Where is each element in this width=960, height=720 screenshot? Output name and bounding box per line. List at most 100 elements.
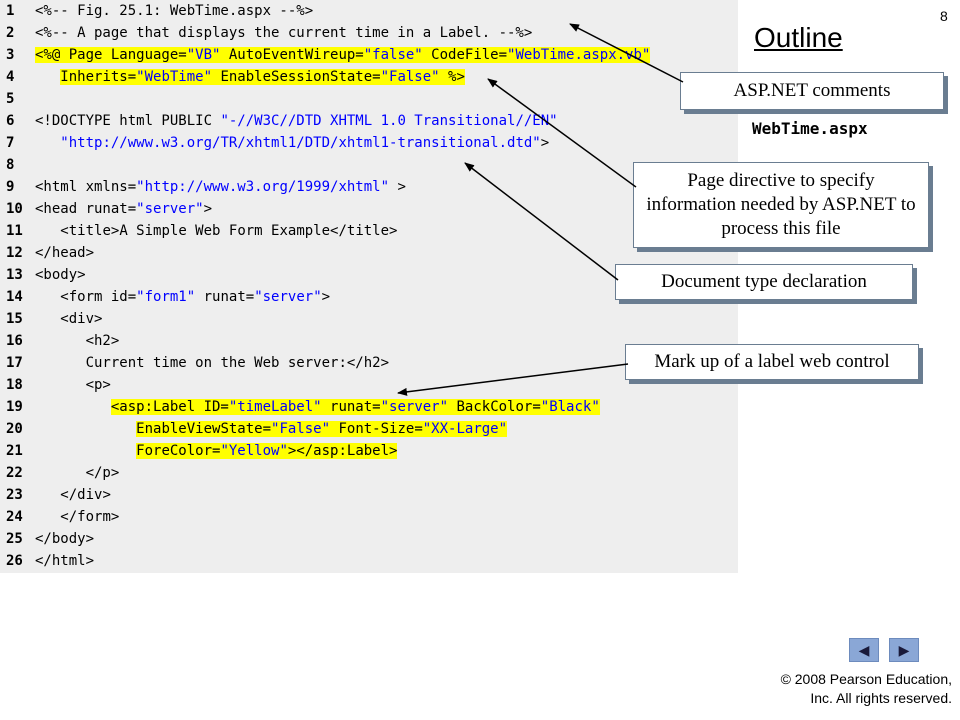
code-line: 13<body>	[0, 264, 738, 286]
code-token: BackColor=	[448, 399, 541, 415]
line-number: 6	[6, 113, 15, 129]
code-text: EnableViewState="False" Font-Size="XX-La…	[35, 418, 508, 440]
code-token: >	[203, 201, 213, 217]
line-number: 7	[6, 135, 15, 151]
code-text: Inherits="WebTime" EnableSessionState="F…	[35, 66, 465, 88]
code-token: <head runat=	[35, 201, 137, 217]
line-number: 14	[6, 289, 23, 305]
code-token: A Simple Web Form Example	[119, 223, 331, 239]
callout-page-directive-text: Page directive to specify information ne…	[646, 170, 916, 239]
back-button[interactable]: ◀	[849, 638, 879, 662]
line-number: 16	[6, 333, 23, 349]
code-token: Font-Size=	[330, 421, 423, 437]
line-number: 15	[6, 311, 23, 327]
code-text: </p>	[35, 462, 120, 484]
line-number: 26	[6, 553, 23, 569]
code-text: </head>	[35, 242, 94, 264]
code-token: "-//W3C//DTD XHTML 1.0 Transitional//EN"	[220, 113, 558, 129]
code-token: "False"	[380, 69, 440, 85]
code-token: <%@ Page Language=	[35, 47, 187, 63]
code-line: 8	[0, 154, 738, 176]
callout-doctype-text: Document type declaration	[661, 271, 867, 292]
forward-arrow-icon: ▶	[898, 641, 910, 658]
code-line: 22 </p>	[0, 462, 738, 484]
line-number: 10	[6, 201, 23, 217]
code-text: <html xmlns="http://www.w3.org/1999/xhtm…	[35, 176, 406, 198]
code-token: AutoEventWireup=	[220, 47, 364, 63]
line-number: 20	[6, 421, 23, 437]
outline-title[interactable]: Outline	[754, 22, 843, 53]
code-token: <p>	[85, 377, 111, 393]
code-line: 19 <asp:Label ID="timeLabel" runat="serv…	[0, 396, 738, 418]
code-token: </div>	[60, 487, 111, 503]
code-token: <title>	[60, 223, 120, 239]
line-number: 22	[6, 465, 23, 481]
code-token: "http://www.w3.org/TR/xhtml1/DTD/xhtml1-…	[60, 135, 541, 151]
code-token: "form1"	[136, 289, 196, 305]
code-token: </h2>	[346, 355, 390, 371]
code-token: <%-- A page that displays the current ti…	[35, 25, 533, 41]
code-text: <p>	[35, 374, 111, 396]
code-token: <%-- Fig. 25.1: WebTime.aspx --%>	[35, 3, 314, 19]
code-token: </title>	[330, 223, 398, 239]
code-line: 7 "http://www.w3.org/TR/xhtml1/DTD/xhtml…	[0, 132, 738, 154]
code-token: runat=	[321, 399, 381, 415]
code-line: 1 <%-- Fig. 25.1: WebTime.aspx --%>	[0, 0, 738, 22]
code-line: 17 Current time on the Web server:</h2>	[0, 352, 738, 374]
code-token: "Yellow"	[220, 443, 288, 459]
line-number: 19	[6, 399, 23, 415]
code-token: >	[389, 179, 406, 195]
code-token: </body>	[35, 531, 95, 547]
code-token: runat=	[195, 289, 255, 305]
code-text: </body>	[35, 528, 94, 550]
line-number: 21	[6, 443, 23, 459]
code-token: "VB"	[186, 47, 221, 63]
forward-button[interactable]: ▶	[889, 638, 919, 662]
code-token: ></asp:Label>	[287, 443, 398, 459]
line-number: 5	[6, 91, 15, 107]
callout-doctype: Document type declaration	[615, 264, 913, 300]
code-token: >	[540, 135, 550, 151]
line-number: 24	[6, 509, 23, 525]
code-line: 11 <title>A Simple Web Form Example</tit…	[0, 220, 738, 242]
code-line: 14 <form id="form1" runat="server">	[0, 286, 738, 308]
code-token: "server"	[254, 289, 322, 305]
code-token: "server"	[136, 201, 204, 217]
line-number: 11	[6, 223, 23, 239]
code-token: Inherits=	[60, 69, 137, 85]
page-number: 8	[940, 8, 948, 24]
code-text: <body>	[35, 264, 86, 286]
code-token: <asp:Label ID=	[110, 399, 229, 415]
code-line: 9<html xmlns="http://www.w3.org/1999/xht…	[0, 176, 738, 198]
line-number: 17	[6, 355, 23, 371]
code-token: >	[321, 289, 331, 305]
code-token: "WebTime"	[136, 69, 213, 85]
code-token: "WebTime.aspx.vb"	[507, 47, 651, 63]
code-text: <!DOCTYPE html PUBLIC "-//W3C//DTD XHTML…	[35, 110, 558, 132]
callout-label-markup-text: Mark up of a label web control	[654, 351, 890, 372]
code-text: <head runat="server">	[35, 198, 212, 220]
code-token: %>	[439, 69, 465, 85]
line-number: 25	[6, 531, 23, 547]
code-text: <asp:Label ID="timeLabel" runat="server"…	[35, 396, 600, 418]
code-token: "XX-Large"	[422, 421, 508, 437]
code-token: <form id=	[60, 289, 137, 305]
code-text: "http://www.w3.org/TR/xhtml1/DTD/xhtml1-…	[35, 132, 549, 154]
code-text: Current time on the Web server:</h2>	[35, 352, 389, 374]
code-line: 24 </form>	[0, 506, 738, 528]
line-number: 3	[6, 47, 15, 63]
code-text: <form id="form1" runat="server">	[35, 286, 330, 308]
code-token: </html>	[35, 553, 95, 569]
code-token: <h2>	[85, 333, 120, 349]
code-line: 16 <h2>	[0, 330, 738, 352]
code-line: 10 <head runat="server">	[0, 198, 738, 220]
file-name-label: WebTime.aspx	[752, 119, 868, 138]
code-text: <title>A Simple Web Form Example</title>	[35, 220, 397, 242]
line-number: 4	[6, 69, 15, 85]
code-token: "timeLabel"	[228, 399, 322, 415]
code-token: EnableViewState=	[136, 421, 272, 437]
code-line: 18 <p>	[0, 374, 738, 396]
code-line: 20 EnableViewState="False" Font-Size="XX…	[0, 418, 738, 440]
code-line: 5	[0, 88, 738, 110]
line-number: 1	[6, 3, 15, 19]
